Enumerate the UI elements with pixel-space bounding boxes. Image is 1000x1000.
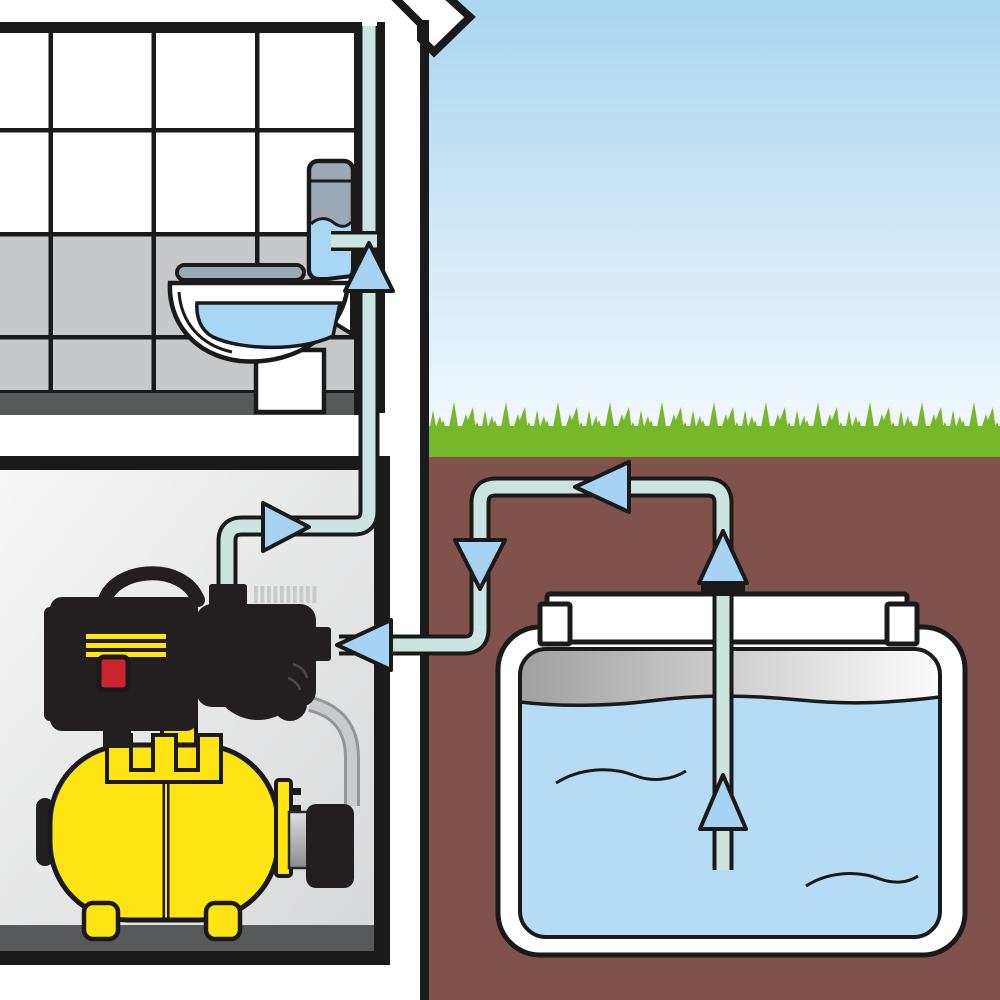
motor-yellow-stripes (86, 634, 166, 657)
bathroom-ceiling-border (0, 22, 362, 33)
pump-assembly (36, 566, 360, 942)
cistern-lid-tab-right (884, 601, 920, 647)
arrow-tank-suction-up (698, 773, 748, 831)
cistern-lid-tab-left (537, 601, 573, 647)
arrow-pump-outlet-right (261, 501, 311, 553)
basement-floor-border (0, 951, 390, 965)
tank-foot-left (81, 900, 121, 942)
bathroom (0, 22, 362, 415)
arrow-toilet-feed-up (343, 241, 395, 293)
pump-head (196, 584, 331, 721)
pump-drain-knob (273, 687, 307, 721)
ripple-line-right (805, 872, 919, 888)
pump-suction-stub (305, 627, 331, 661)
tank-seam-line-a (162, 747, 165, 918)
cistern-water-line (309, 217, 353, 228)
power-button (96, 654, 131, 693)
basement-ceiling-border (0, 456, 390, 470)
pump-outlet-stub (209, 584, 247, 610)
ripple-line-left (555, 768, 687, 785)
house-outer-wall (420, 20, 429, 1000)
inner-wall-line (377, 22, 385, 413)
tank-foot-right (203, 900, 243, 942)
cooling-fins (254, 586, 317, 603)
bowl-water (195, 301, 343, 350)
grass-band (429, 426, 1000, 457)
flow-arrows (261, 241, 749, 831)
basement-right-wall (374, 456, 390, 965)
toilet-seat-lid (175, 263, 306, 282)
flex-hose (308, 699, 357, 806)
bathroom-right-wall (354, 22, 362, 415)
tank-fitting-black (306, 804, 354, 888)
arrow-basement-inlet-left (335, 618, 393, 672)
tank-seam-line-b (167, 747, 170, 918)
baseboard-top-line (0, 390, 362, 394)
pump-handle (97, 566, 205, 611)
arrow-soil-riser-up (697, 529, 749, 585)
bowl-inner-rim-line (177, 291, 233, 354)
pump-head-ribs (287, 662, 309, 691)
toilet (167, 158, 377, 415)
arrow-soil-drop-down (453, 538, 507, 591)
suction-pipe (339, 480, 730, 870)
basement-floor-strip (0, 925, 374, 951)
arrow-soil-horizontal-left (573, 460, 631, 514)
sky (429, 0, 1000, 457)
tile-grid-lines (0, 32, 356, 393)
